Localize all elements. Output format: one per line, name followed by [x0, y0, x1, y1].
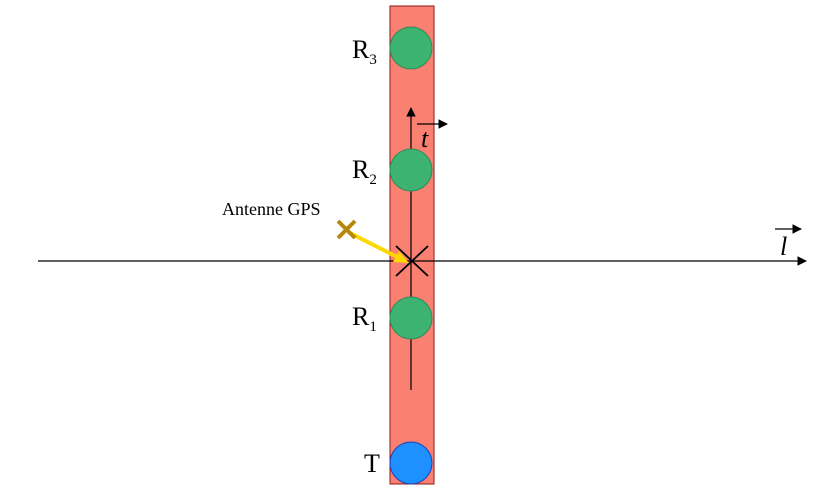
receiver-r1 — [389, 296, 433, 340]
label-t: T — [364, 449, 380, 478]
label-axis-t: t — [421, 124, 429, 153]
origin-cross-icon — [395, 245, 429, 277]
label-antenna-gps: Antenne GPS — [222, 199, 321, 219]
transmitter-t — [389, 441, 433, 485]
vertical-strip — [389, 5, 435, 485]
receiver-r2 — [389, 148, 433, 192]
label-r2: R2 — [352, 155, 377, 188]
label-r1: R1 — [352, 302, 377, 335]
gps-arrow — [347, 230, 404, 262]
receiver-r3 — [389, 26, 433, 70]
gps-arrow-head — [393, 251, 409, 263]
gps-antenna-cross-icon — [336, 219, 357, 240]
label-r3: R3 — [352, 35, 377, 68]
label-axis-l: l — [780, 232, 787, 261]
